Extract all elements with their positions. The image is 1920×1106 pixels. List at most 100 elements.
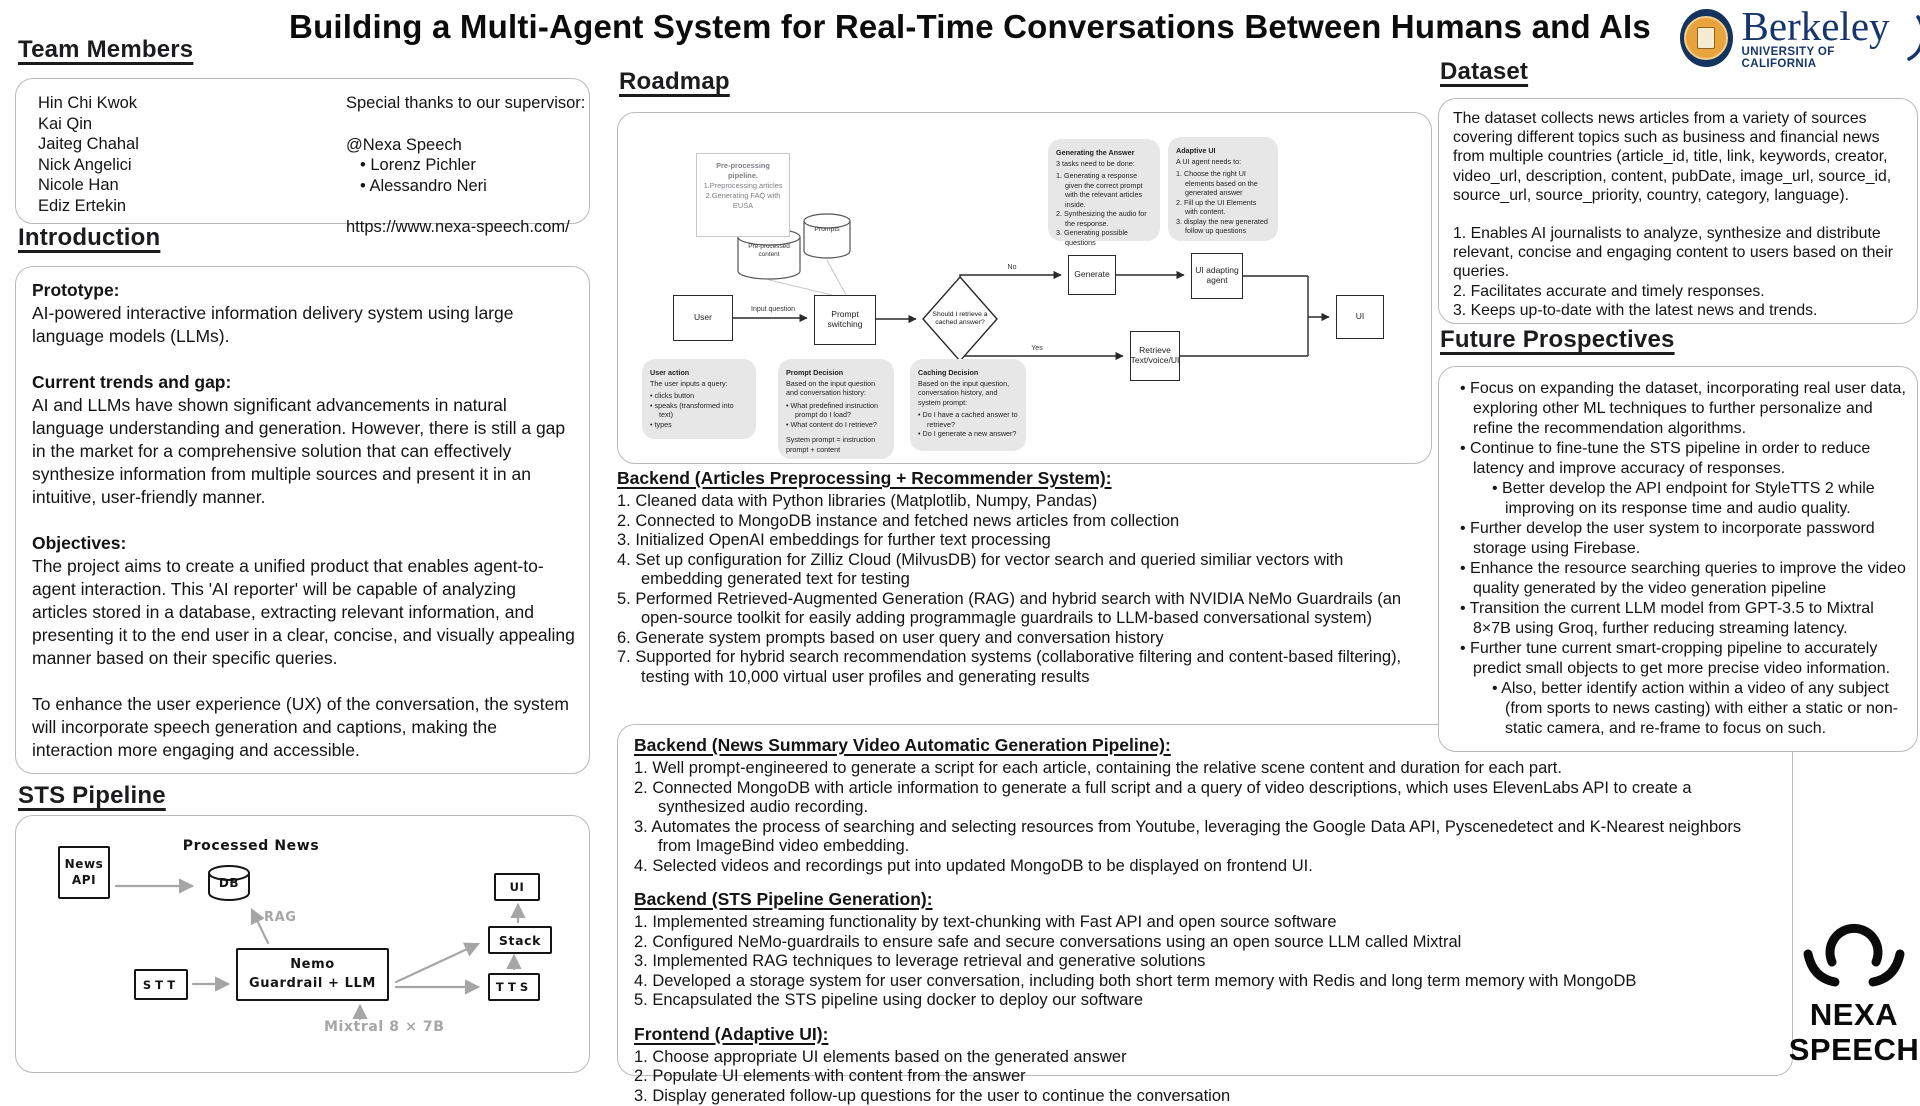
page-title: Building a Multi-Agent System for Real-T… [240, 8, 1700, 46]
frontend-ui-heading: Frontend (Adaptive UI): [634, 1024, 1776, 1045]
sts-nemo-line2: Guardrail + LLM [249, 975, 376, 993]
note-intro: 3 tasks need to be done: [1056, 159, 1152, 169]
note-user-action: User action The user inputs a query: cli… [642, 359, 756, 439]
introduction-block-label: Objectives: [32, 532, 575, 555]
backend-item: 4. Developed a storage system for user c… [634, 972, 1776, 992]
future-item: Better develop the API endpoint for Styl… [1453, 479, 1907, 519]
introduction-block: To enhance the user experience (UX) of t… [32, 693, 575, 762]
backend-item: 5. Encapsulated the STS pipeline using d… [634, 991, 1776, 1011]
backend-item: 1. Implemented streaming functionality b… [634, 913, 1776, 933]
nexa-logo-line1: NEXA [1788, 997, 1920, 1032]
team-member: Nicole Han [38, 175, 139, 196]
note-item: What predefined instruction prompt do I … [786, 401, 886, 420]
backend-sts-items: 1. Implemented streaming functionality b… [634, 913, 1776, 1011]
edge-label-yes: Yes [1026, 345, 1048, 352]
note-title: Adaptive UI [1176, 146, 1270, 156]
introduction-block: Objectives: The project aims to create a… [32, 532, 575, 670]
node-ui-adapting-agent: UI adapting agent [1191, 253, 1243, 299]
note-item: What content do I retrieve? [786, 420, 886, 430]
future-items: Focus on expanding the dataset, incorpor… [1453, 379, 1907, 739]
future-item: Enhance the resource searching queries t… [1453, 559, 1907, 599]
future-item: Focus on expanding the dataset, incorpor… [1453, 379, 1907, 439]
team-member: Jaiteg Chahal [38, 134, 139, 155]
supervisor-name: Lorenz Pichler [346, 155, 585, 176]
team-heading: Team Members [18, 36, 193, 64]
backend-item: 4. Selected videos and recordings put in… [634, 857, 1776, 877]
edge-label-input-question: Input question [738, 306, 808, 313]
note-caching-decision: Caching Decision Based on the input ques… [910, 359, 1026, 451]
cylinder-prompts: Prompts [804, 226, 850, 234]
team-member: Kai Qin [38, 114, 139, 135]
backend-item: 1. Well prompt-engineered to generate a … [634, 759, 1776, 779]
node-decision: Should I retrieve a cached answer? [922, 295, 998, 343]
dataset-panel: The dataset collects news articles from … [1438, 98, 1918, 324]
backend-video-section: Backend (News Summary Video Automatic Ge… [634, 735, 1776, 876]
note-item: 1. Choose the right UI elements based on… [1176, 169, 1270, 198]
introduction-heading: Introduction [18, 224, 160, 252]
sts-news-line1: News [65, 857, 104, 873]
nexa-logo-icon [1799, 916, 1909, 992]
note-intro: Based on the input question and conversa… [786, 379, 886, 398]
sts-nemo-line1: Nemo [290, 956, 335, 974]
future-item: Further tune current smart-cropping pipe… [1453, 639, 1907, 679]
note-item: Do I have a cached answer to retrieve? [918, 410, 1018, 429]
backend-item: 1. Choose appropriate UI elements based … [634, 1048, 1776, 1068]
berkeley-swoosh-icon [1906, 15, 1920, 61]
note-preprocessing-title: Pre-processing pipeline. [701, 161, 785, 181]
backend-item: 4. Set up configuration for Zilliz Cloud… [617, 551, 1429, 590]
frontend-ui-section: Frontend (Adaptive UI): 1. Choose approp… [634, 1024, 1776, 1106]
note-item: speaks (transformed into text) [650, 401, 748, 420]
note-items: 1. Generating a response given the corre… [1056, 171, 1152, 247]
roadmap-heading: Roadmap [619, 68, 730, 96]
introduction-block-text: The project aims to create a unified pro… [32, 555, 575, 670]
nexa-speech-logo: NEXA SPEECH [1788, 916, 1920, 1067]
backend-item: 2. Connected to MongoDB instance and fet… [617, 512, 1429, 532]
sts-news-api-box: News API [58, 846, 110, 899]
backend-item: 2. Connected MongoDB with article inform… [634, 779, 1776, 818]
introduction-block-text: AI and LLMs have shown significant advan… [32, 394, 575, 509]
note-item: clicks button [650, 391, 748, 401]
dataset-heading: Dataset [1440, 58, 1528, 86]
supervisor-list: Lorenz PichlerAlessandro Neri [346, 155, 585, 196]
edge-label-no: No [1002, 264, 1022, 271]
backend-video-items: 1. Well prompt-engineered to generate a … [634, 759, 1776, 876]
note-item: 3. Generating possible questions [1056, 228, 1152, 247]
note-items: What predefined instruction prompt do I … [786, 401, 886, 430]
note-title: Generating the Answer [1056, 148, 1152, 158]
sts-nemo-box: Nemo Guardrail + LLM [236, 948, 389, 1001]
note-preprocessing-line: 2.Generating FAQ with EUSA [701, 191, 785, 211]
note-title: Prompt Decision [786, 368, 886, 378]
note-title: Caching Decision [918, 368, 1018, 378]
sts-stack-box: Stack [488, 926, 552, 954]
note-item: 1. Generating a response given the corre… [1056, 171, 1152, 209]
backend-item: 2. Configured NeMo-guardrails to ensure … [634, 933, 1776, 953]
introduction-block: Prototype: AI-powered interactive inform… [32, 279, 575, 348]
sts-db-label: DB [209, 876, 249, 890]
introduction-block-text: AI-powered interactive information deliv… [32, 302, 575, 348]
dataset-items: 1. Enables AI journalists to analyze, sy… [1453, 224, 1905, 320]
note-intro: A UI agent needs to: [1176, 157, 1270, 167]
website-url: https://www.nexa-speech.com/ [346, 217, 585, 238]
introduction-block-label: Prototype: [32, 279, 575, 302]
note-item: types [650, 420, 748, 430]
frontend-ui-items: 1. Choose appropriate UI elements based … [634, 1048, 1776, 1106]
backend-item: 5. Performed Retrieved-Augmented Generat… [617, 590, 1429, 629]
backend-articles-items: 1. Cleaned data with Python libraries (M… [617, 492, 1429, 687]
note-prompt-decision: Prompt Decision Based on the input quest… [778, 359, 894, 459]
future-item: Transition the current LLM model from GP… [1453, 599, 1907, 639]
note-item: Do I generate a new answer? [918, 429, 1018, 439]
dataset-paragraph: The dataset collects news articles from … [1453, 109, 1905, 205]
dataset-item: 3. Keeps up-to-date with the latest news… [1453, 301, 1905, 320]
introduction-block-text: To enhance the user experience (UX) of t… [32, 693, 575, 762]
introduction-blocks: Prototype: AI-powered interactive inform… [32, 279, 575, 785]
cylinder-preprocessed-content: Pre-processed content [739, 243, 799, 258]
note-footer: System prompt = instruction prompt + con… [786, 435, 886, 454]
note-item: 3. display the new generated follow up q… [1176, 217, 1270, 236]
backend-item: 2. Populate UI elements with content fro… [634, 1067, 1776, 1087]
team-member: Nick Angelici [38, 155, 139, 176]
note-intro: Based on the input question, conversatio… [918, 379, 1018, 408]
note-items: 1. Choose the right UI elements based on… [1176, 169, 1270, 236]
backend-item: 1. Cleaned data with Python libraries (M… [617, 492, 1429, 512]
future-panel: Focus on expanding the dataset, incorpor… [1438, 366, 1918, 752]
